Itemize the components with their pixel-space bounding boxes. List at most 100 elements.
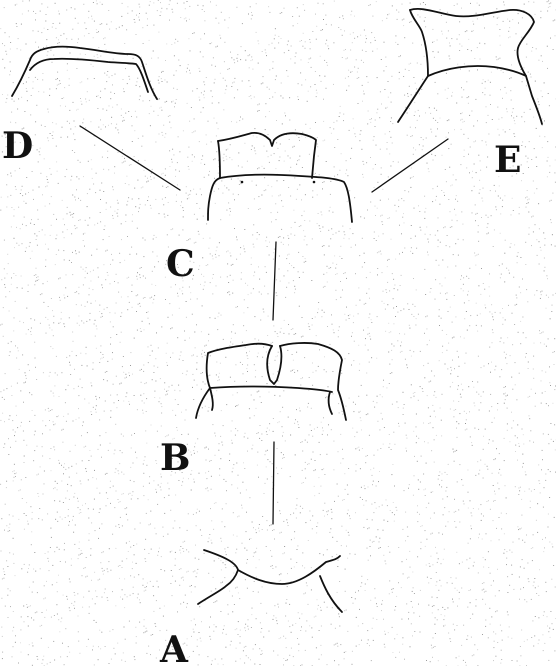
speckle-dot bbox=[389, 217, 390, 218]
speckle-dot bbox=[63, 467, 64, 468]
speckle-dot bbox=[501, 369, 502, 370]
speckle-dot bbox=[389, 552, 390, 553]
speckle-dot bbox=[474, 403, 475, 404]
speckle-dot bbox=[190, 299, 191, 300]
speckle-dot bbox=[487, 469, 488, 470]
speckle-dot bbox=[24, 217, 25, 218]
speckle-dot bbox=[533, 356, 534, 357]
speckle-dot bbox=[8, 617, 9, 618]
speckle-dot bbox=[539, 640, 540, 641]
speckle-dot bbox=[122, 599, 123, 600]
speckle-dot bbox=[382, 419, 383, 420]
speckle-dot bbox=[275, 79, 276, 80]
speckle-dot bbox=[197, 646, 198, 647]
speckle-dot bbox=[179, 235, 180, 236]
speckle-dot bbox=[554, 364, 555, 365]
speckle-dot bbox=[394, 444, 395, 445]
speckle-dot bbox=[112, 260, 113, 261]
speckle-dot bbox=[118, 524, 119, 525]
speckle-dot bbox=[339, 116, 340, 117]
speckle-dot bbox=[49, 89, 50, 90]
speckle-dot bbox=[533, 369, 534, 370]
speckle-dot bbox=[26, 225, 27, 226]
speckle-dot bbox=[253, 556, 254, 557]
speckle-dot bbox=[522, 78, 523, 79]
speckle-dot bbox=[150, 125, 151, 126]
speckle-dot bbox=[431, 450, 432, 451]
speckle-dot bbox=[167, 365, 168, 366]
speckle-dot bbox=[549, 628, 550, 629]
speckle-dot bbox=[462, 119, 463, 120]
speckle-dot bbox=[220, 436, 221, 437]
speckle-dot bbox=[86, 557, 87, 558]
speckle-dot bbox=[156, 658, 157, 659]
speckle-dot bbox=[58, 323, 59, 324]
speckle-dot bbox=[131, 116, 132, 117]
speckle-dot bbox=[247, 559, 248, 560]
speckle-dot bbox=[192, 314, 193, 315]
speckle-dot bbox=[425, 316, 426, 317]
speckle-dot bbox=[172, 315, 173, 316]
speckle-dot bbox=[497, 409, 498, 410]
speckle-dot bbox=[550, 3, 551, 4]
speckle-dot bbox=[502, 98, 503, 99]
speckle-dot bbox=[319, 493, 320, 494]
speckle-dot bbox=[152, 271, 153, 272]
speckle-dot bbox=[80, 162, 81, 163]
speckle-dot bbox=[91, 255, 92, 256]
speckle-dot bbox=[355, 404, 356, 405]
speckle-dot bbox=[69, 579, 70, 580]
speckle-dot bbox=[460, 336, 461, 337]
speckle-dot bbox=[185, 420, 186, 421]
speckle-dot bbox=[172, 149, 173, 150]
speckle-dot bbox=[500, 198, 501, 199]
speckle-dot bbox=[75, 126, 76, 127]
speckle-dot bbox=[164, 497, 165, 498]
speckle-dot bbox=[278, 195, 279, 196]
speckle-dot bbox=[426, 227, 427, 228]
speckle-dot bbox=[523, 332, 524, 333]
speckle-dot bbox=[322, 29, 323, 30]
speckle-dot bbox=[285, 440, 286, 441]
speckle-dot bbox=[83, 597, 84, 598]
speckle-dot bbox=[229, 454, 230, 455]
speckle-dot bbox=[187, 530, 188, 531]
speckle-dot bbox=[34, 342, 35, 343]
speckle-dot bbox=[389, 364, 390, 365]
speckle-dot bbox=[242, 364, 243, 365]
speckle-dot bbox=[122, 121, 123, 122]
speckle-dot bbox=[150, 355, 151, 356]
speckle-dot bbox=[293, 267, 294, 268]
speckle-dot bbox=[80, 483, 81, 484]
speckle-dot bbox=[238, 152, 239, 153]
speckle-dot bbox=[269, 631, 270, 632]
speckle-dot bbox=[50, 133, 51, 134]
speckle-dot bbox=[434, 108, 435, 109]
speckle-dot bbox=[506, 108, 507, 109]
speckle-dot bbox=[209, 538, 210, 539]
speckle-dot bbox=[170, 583, 171, 584]
speckle-dot bbox=[101, 552, 102, 553]
speckle-dot bbox=[163, 71, 164, 72]
speckle-dot bbox=[133, 587, 134, 588]
speckle-dot bbox=[528, 578, 529, 579]
speckle-dot bbox=[285, 151, 286, 152]
speckle-dot bbox=[29, 644, 30, 645]
speckle-dot bbox=[85, 99, 86, 100]
speckle-dot bbox=[499, 517, 500, 518]
speckle-dot bbox=[301, 626, 302, 627]
speckle-dot bbox=[86, 471, 87, 472]
speckle-dot bbox=[43, 302, 44, 303]
speckle-dot bbox=[327, 396, 328, 397]
speckle-dot bbox=[375, 215, 376, 216]
speckle-dot bbox=[48, 561, 49, 562]
speckle-dot bbox=[418, 110, 419, 111]
speckle-dot bbox=[506, 564, 507, 565]
speckle-dot bbox=[404, 334, 405, 335]
speckle-dot bbox=[344, 652, 345, 653]
speckle-dot bbox=[371, 118, 372, 119]
speckle-dot bbox=[487, 157, 488, 158]
speckle-dot bbox=[350, 34, 351, 35]
speckle-dot bbox=[480, 402, 481, 403]
speckle-dot bbox=[433, 51, 434, 52]
